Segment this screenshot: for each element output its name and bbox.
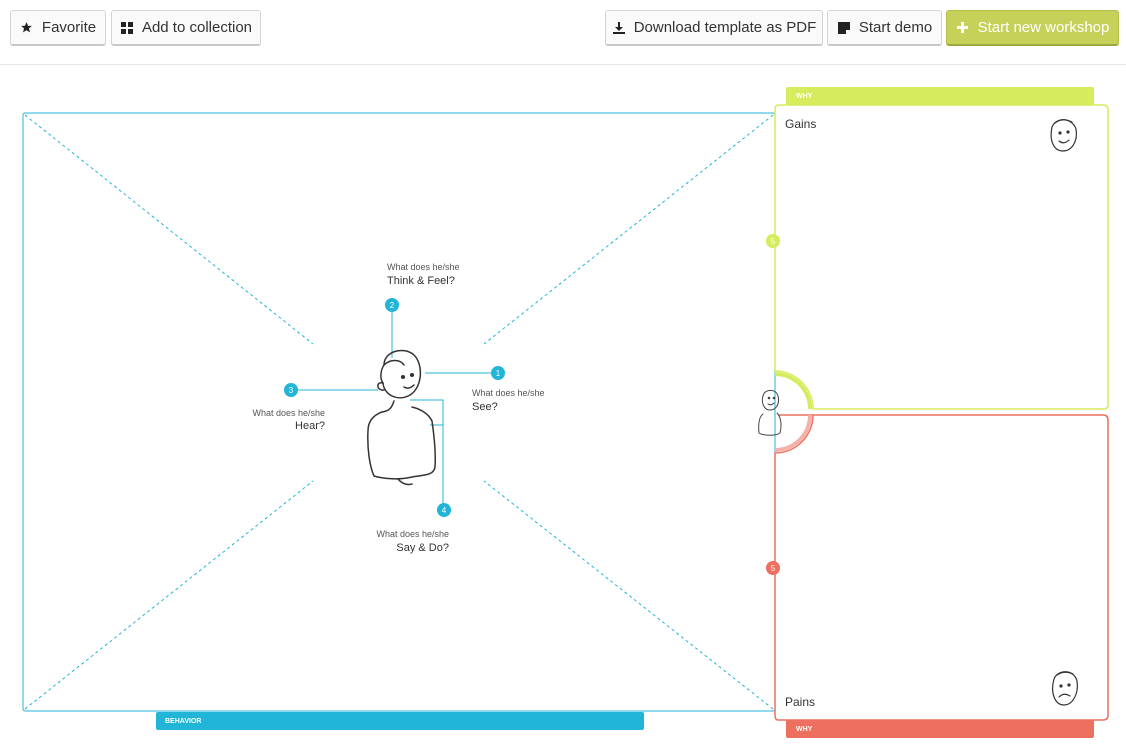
download-pdf-button[interactable]: Download template as PDF xyxy=(605,10,823,46)
gains-tag xyxy=(786,87,1094,105)
see-big-label: See? xyxy=(472,401,498,413)
hear-number: 3 xyxy=(289,386,294,395)
pains-panel[interactable] xyxy=(774,414,1109,721)
see-marker[interactable]: 1 xyxy=(491,366,505,380)
add-collection-label: Add to collection xyxy=(141,19,253,36)
say-number: 4 xyxy=(442,506,447,515)
hear-marker[interactable]: 3 xyxy=(284,383,298,397)
favorite-label: Favorite xyxy=(41,19,97,36)
pains-title: Pains xyxy=(785,695,815,709)
pains-marker[interactable]: 5 xyxy=(766,561,780,575)
see-small-label: What does he/she xyxy=(472,388,545,398)
think-big-label: Think & Feel? xyxy=(387,275,455,287)
sticky-note-icon xyxy=(837,21,851,35)
hear-small-label: What does he/she xyxy=(252,408,325,418)
gains-panel[interactable] xyxy=(774,104,1109,410)
sad-face-icon xyxy=(1052,671,1078,706)
gains-tag-label: WHY xyxy=(796,93,813,100)
gains-marker[interactable]: 5 xyxy=(766,234,780,248)
empathy-map-canvas: BEHAVIOR 1 2 xyxy=(0,65,1126,745)
happy-face-icon xyxy=(1050,119,1077,152)
gains-number: 5 xyxy=(771,237,776,246)
think-small-label: What does he/she xyxy=(387,262,460,272)
small-person-icon xyxy=(758,389,782,436)
pains-arc xyxy=(774,414,812,452)
gains-arc xyxy=(774,372,812,410)
favorite-button[interactable]: Favorite xyxy=(10,10,106,46)
behavior-tag xyxy=(156,712,644,730)
grid-icon xyxy=(120,21,134,35)
behavior-board[interactable] xyxy=(22,112,776,712)
connector-lines xyxy=(291,312,497,503)
say-marker[interactable]: 4 xyxy=(437,503,451,517)
add-to-collection-button[interactable]: Add to collection xyxy=(111,10,261,46)
download-pdf-label: Download template as PDF xyxy=(633,19,817,36)
empathy-map-svg: BEHAVIOR 1 2 xyxy=(22,87,1109,738)
see-number: 1 xyxy=(496,369,501,378)
start-demo-button[interactable]: Start demo xyxy=(827,10,942,46)
hear-big-label: Hear? xyxy=(295,420,325,432)
start-demo-label: Start demo xyxy=(858,19,933,36)
behavior-tag-label: BEHAVIOR xyxy=(165,718,201,725)
say-small-label: What does he/she xyxy=(376,529,449,539)
plus-icon xyxy=(956,21,970,35)
think-number: 2 xyxy=(390,301,395,310)
person-sketch-icon xyxy=(367,349,436,486)
pains-number: 5 xyxy=(771,564,776,573)
think-marker[interactable]: 2 xyxy=(385,298,399,312)
pains-tag-label: WHY xyxy=(796,726,813,733)
download-icon xyxy=(612,21,626,35)
start-workshop-button[interactable]: Start new workshop xyxy=(946,10,1119,46)
say-big-label: Say & Do? xyxy=(396,542,449,554)
gains-title: Gains xyxy=(785,117,816,131)
star-icon xyxy=(20,21,34,35)
pains-tag xyxy=(786,720,1094,738)
start-workshop-label: Start new workshop xyxy=(977,19,1110,36)
diagonal-guides xyxy=(24,114,774,710)
toolbar: Favorite Add to collection Download temp… xyxy=(0,0,1126,65)
